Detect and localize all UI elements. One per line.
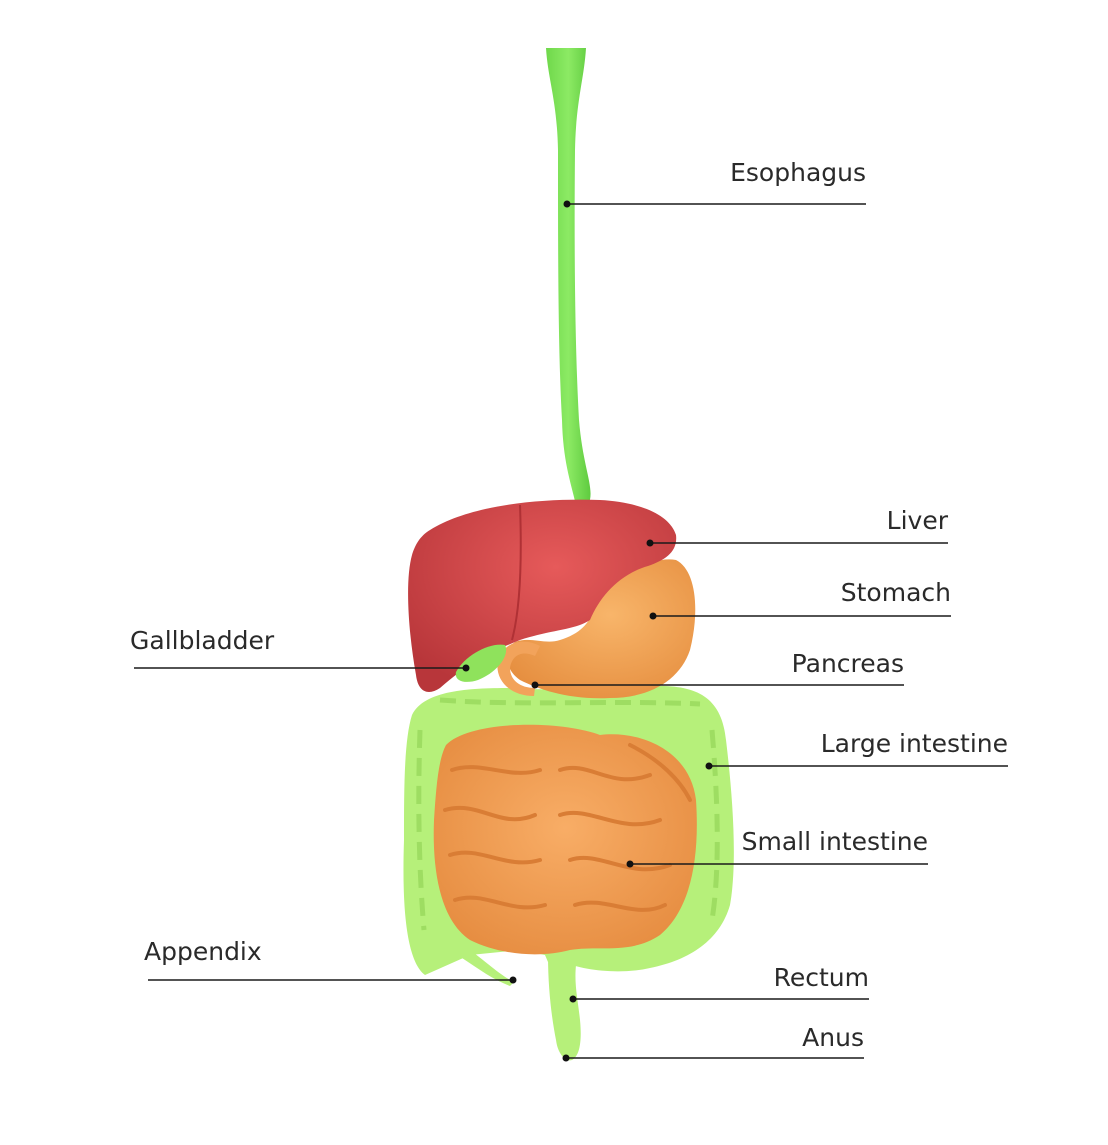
small-intestine-organ — [433, 724, 697, 955]
anus-callout: Anus — [562, 1023, 864, 1062]
label-liver: Liver — [887, 506, 949, 535]
esophagus-organ — [546, 48, 591, 505]
label-gallbladder: Gallbladder — [130, 626, 275, 655]
gallbladder-organ — [455, 644, 507, 682]
label-stomach: Stomach — [841, 578, 951, 607]
esophagus-callout: Esophagus — [563, 158, 866, 208]
stomach-organ — [506, 559, 696, 699]
label-small-intestine: Small intestine — [742, 827, 928, 856]
label-anus: Anus — [802, 1023, 864, 1052]
liver-callout: Liver — [646, 506, 949, 547]
liver-organ — [408, 499, 677, 692]
gallbladder-callout: Gallbladder — [130, 626, 470, 672]
appendix-callout: Appendix — [144, 937, 517, 984]
label-pancreas: Pancreas — [792, 649, 904, 678]
stomach-callout: Stomach — [649, 578, 951, 620]
label-rectum: Rectum — [774, 963, 869, 992]
pancreas-organ — [497, 641, 540, 696]
small-intestine-callout: Small intestine — [626, 827, 928, 868]
label-esophagus: Esophagus — [730, 158, 866, 187]
rectum-callout: Rectum — [569, 963, 869, 1003]
label-large-intestine: Large intestine — [821, 729, 1008, 758]
label-appendix: Appendix — [144, 937, 262, 966]
large-intestine-callout: Large intestine — [705, 729, 1008, 770]
pancreas-callout: Pancreas — [531, 649, 904, 689]
